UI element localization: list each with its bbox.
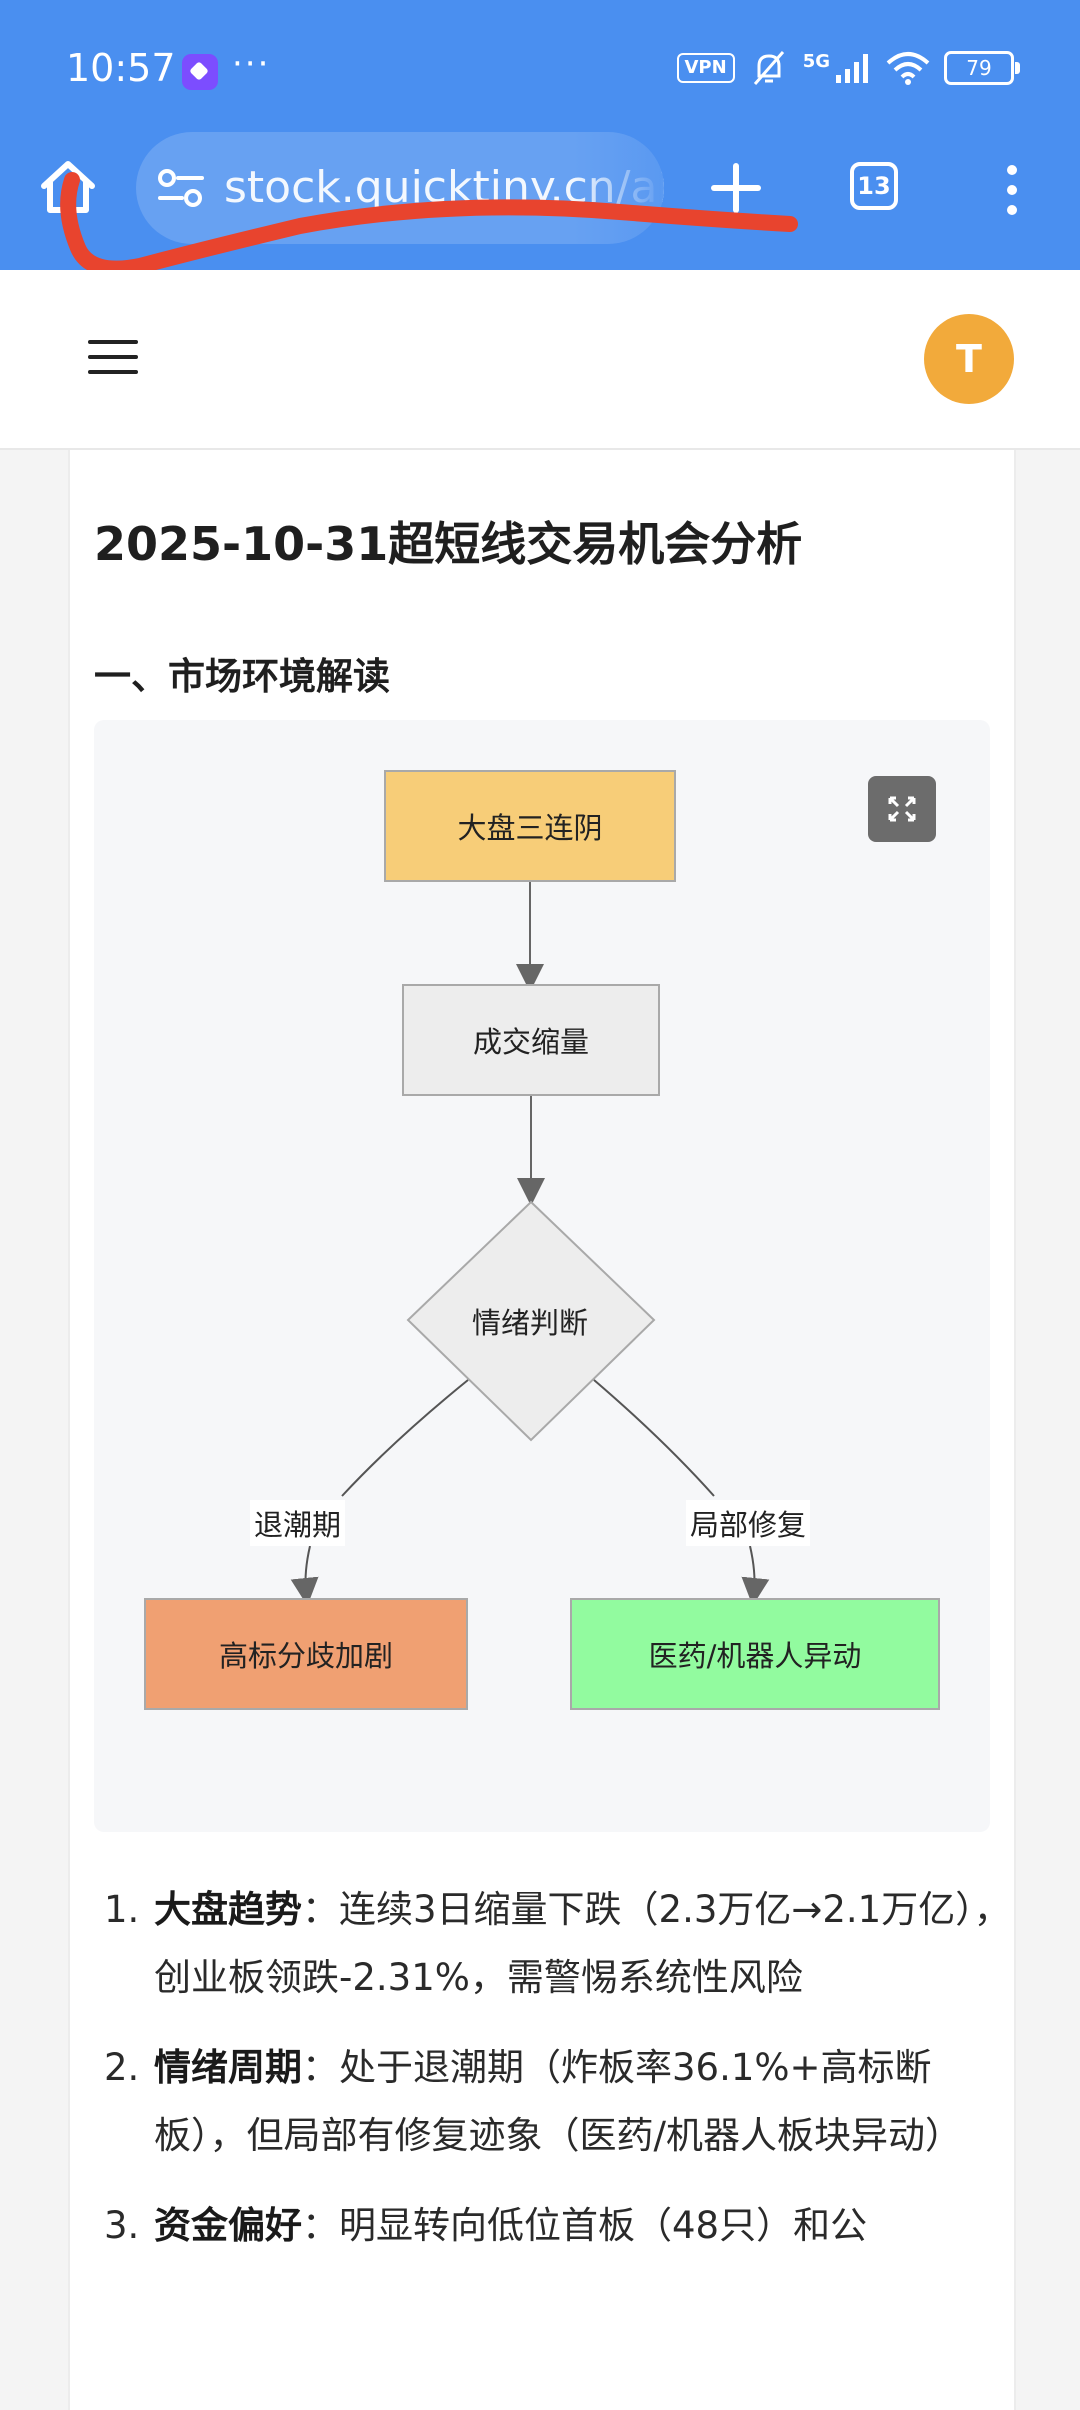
page-title: 2025-10-31超短线交易机会分析: [94, 517, 803, 571]
battery-icon: 79: [944, 51, 1020, 85]
wifi-icon: [886, 52, 930, 85]
decision-diamond: [406, 1200, 656, 1442]
expand-icon: [888, 796, 916, 822]
list-item-text: ：连续3日缩量下跌（2.3万亿→2.1万亿），创业板领跌-2.31%，需警惕系统…: [154, 1888, 1011, 1999]
section-heading: 一、市场环境解读: [94, 655, 390, 698]
network-type: 5G: [802, 50, 830, 72]
site-settings-icon[interactable]: [156, 166, 206, 210]
home-icon[interactable]: [36, 156, 100, 220]
flowchart-edges: [290, 882, 770, 1606]
vpn-icon: VPN: [676, 53, 735, 83]
list-item-label: 大盘趋势: [154, 1888, 302, 1931]
status-time: 10:57: [66, 46, 176, 90]
list-number: 1.: [104, 1888, 140, 1931]
edge-label-ebb: 退潮期: [250, 1500, 346, 1546]
hamburger-menu-icon[interactable]: [88, 340, 138, 380]
signal-icon: [836, 54, 868, 83]
list-item: 1. 大盘趋势：连续3日缩量下跌（2.3万亿→2.1万亿），创业板领跌-2.31…: [70, 1876, 1014, 2012]
list-item-text: ：处于退潮期（炸板率36.1%+高标断板），但局部有修复迹象（医药/机器人板块异…: [154, 2046, 962, 2157]
mute-bell-icon: [753, 51, 784, 85]
more-notifications-icon: ···: [232, 44, 271, 84]
list-item: 2. 情绪周期：处于退潮期（炸板率36.1%+高标断板），但局部有修复迹象（医药…: [70, 2034, 1014, 2170]
fullscreen-button[interactable]: [868, 776, 936, 842]
url-fade: [574, 132, 664, 244]
analysis-list: 1. 大盘趋势：连续3日缩量下跌（2.3万亿→2.1万亿），创业板领跌-2.31…: [70, 1876, 1014, 2282]
node-pharma-robot: 医药/机器人异动: [570, 1598, 940, 1710]
node-market-three-declines: 大盘三连阴: [384, 770, 676, 882]
list-number: 3.: [104, 2204, 140, 2247]
list-item-label: 资金偏好: [154, 2204, 302, 2247]
node-sentiment-judgment: 情绪判断: [471, 1306, 588, 1340]
edge-label-partial-repair: 局部修复: [686, 1500, 811, 1546]
browser-chrome: 10:57 ··· VPN 5G 79: [0, 0, 1080, 270]
node-high-divergence: 高标分歧加剧: [144, 1598, 468, 1710]
node-volume-shrink: 成交缩量: [402, 984, 660, 1096]
flowchart: 大盘三连阴 成交缩量 情绪判断 退潮期 局部修复 高标分歧加剧 医药/机器人异动: [94, 720, 990, 1832]
list-item: 3. 资金偏好：明显转向低位首板（48只）和公: [70, 2192, 1014, 2260]
list-number: 2.: [104, 2046, 140, 2089]
app-notification-icon: [182, 54, 218, 90]
article-card: 2025-10-31超短线交易机会分析 一、市场环境解读 大盘三连阴 成交缩量 …: [68, 450, 1016, 2410]
site-header: T: [0, 270, 1080, 450]
more-menu-icon[interactable]: [998, 160, 1026, 220]
user-avatar[interactable]: T: [924, 314, 1014, 404]
tab-switcher-button[interactable]: 13: [850, 162, 898, 210]
new-tab-icon[interactable]: [704, 156, 768, 220]
list-item-text: ：明显转向低位首板（48只）和公: [302, 2204, 868, 2247]
list-item-label: 情绪周期: [154, 2046, 302, 2089]
address-bar[interactable]: stock.quicktiny.cn/ai: [136, 132, 664, 244]
status-icons: VPN 5G 79: [676, 48, 1020, 88]
